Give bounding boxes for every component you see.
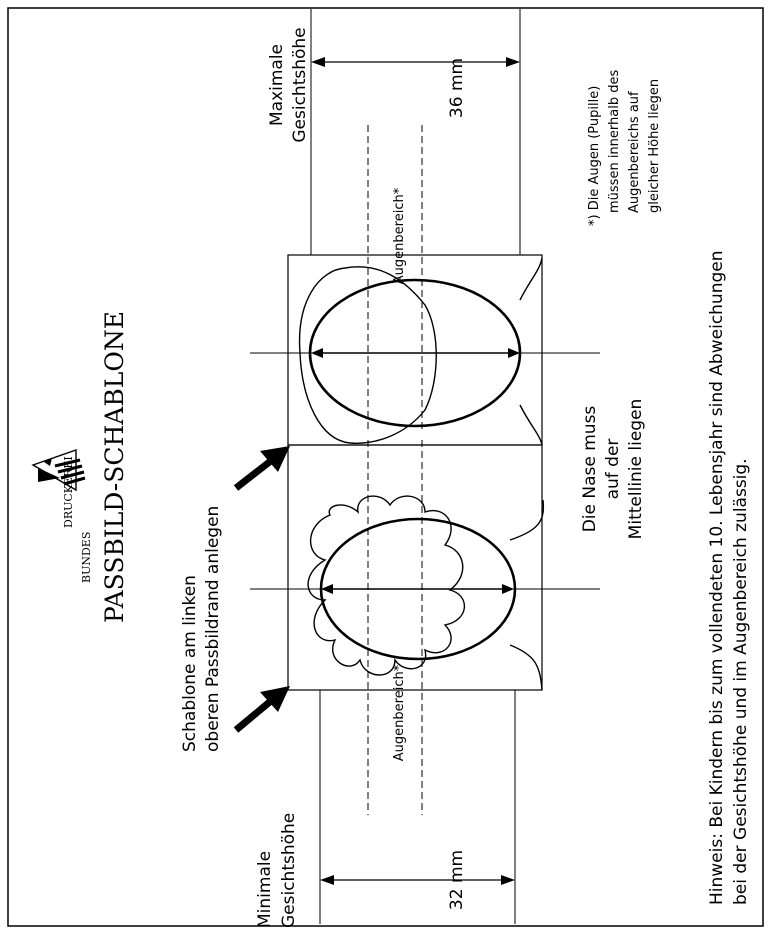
instruction-line1: Schablone am linken (180, 575, 200, 752)
max-face-template (287, 254, 543, 446)
max-photo-frame (287, 254, 543, 446)
min-shoulder-top (509, 499, 545, 541)
hint-line2: bei der Gesichtshöhe und im Augenbereich… (731, 458, 751, 905)
max-eye-zone-label: Augenbereich* (392, 187, 407, 284)
bundesdruckerei-eagle-icon (31, 449, 86, 492)
footnote-line3: Augenbereichs auf (627, 91, 642, 213)
height-guide-lines (250, 9, 600, 924)
max-face-measure: 36 mm (447, 58, 467, 118)
hint-line1: Hinweis: Bei Kindern bis zum vollendeten… (707, 250, 727, 905)
max-hair-outline (298, 266, 437, 444)
min-face-label-line2: Gesichtshöhe (279, 813, 299, 928)
corner-arrow-right-icon (233, 446, 290, 491)
footnote-line1: *) Die Augen (Pupille) (587, 86, 602, 226)
logo-text-bundes: BUNDES (80, 532, 93, 583)
nose-note-line3: Mittellinie liegen (626, 399, 646, 540)
rotated-labels: PASSBILD-SCHABLONE BUNDES DRUCKEREI Scha… (62, 27, 751, 928)
corner-arrow-left-icon (233, 686, 290, 733)
min-face-template (287, 444, 545, 691)
footnote-line4: gleicher Höhe liegen (647, 79, 662, 213)
min-shoulder-bottom (509, 644, 543, 691)
min-measure-arrow (320, 875, 515, 885)
instruction-line2: oberen Passbildrand anlegen (203, 506, 223, 752)
max-shoulder-bottom (519, 404, 543, 446)
max-shoulder-top (519, 257, 543, 301)
page-frame (7, 7, 764, 927)
max-face-label-line2: Gesichtshöhe (290, 27, 310, 142)
max-face-label-line1: Maximale (267, 44, 287, 126)
max-measure-arrow (311, 57, 520, 67)
min-face-label-line1: Minimale (255, 851, 275, 928)
min-eye-zone-label: Augenbereich* (392, 664, 407, 761)
nose-note-line2: auf der (603, 439, 623, 500)
nose-note-line1: Die Nase muss (580, 406, 600, 533)
page-title: PASSBILD-SCHABLONE (100, 311, 129, 623)
footnote-line2: müssen innerhalb des (607, 70, 622, 213)
